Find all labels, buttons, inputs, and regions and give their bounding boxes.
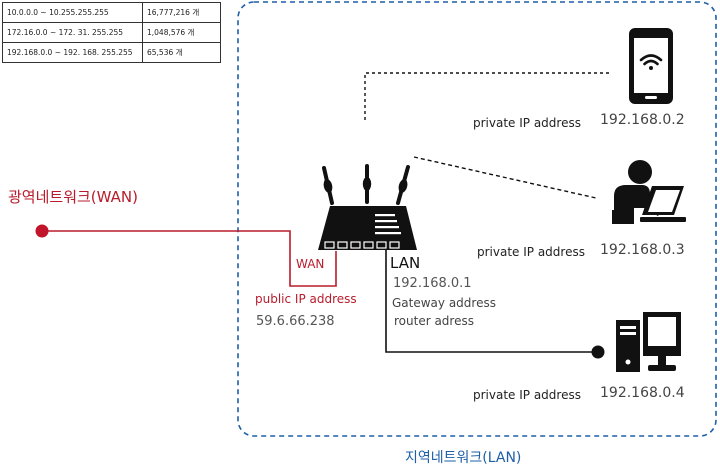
wan-port-label: WAN xyxy=(296,257,325,271)
desktop-computer-icon xyxy=(616,312,681,372)
public-ip-value: 59.6.66.238 xyxy=(256,314,335,329)
device-ip-label: private IP address xyxy=(473,388,581,402)
lan-boundary xyxy=(237,1,717,437)
laptop-user-icon xyxy=(612,160,686,224)
internet-endpoint-dot xyxy=(35,224,49,238)
wired-link-desktop xyxy=(385,250,597,353)
wan-title: 광역네트워크(WAN) xyxy=(8,188,138,206)
device-ip-label: private IP address xyxy=(473,116,581,130)
router-icon xyxy=(318,164,417,250)
wan-connection xyxy=(42,230,337,287)
device-ip-value: 192.168.0.2 xyxy=(600,112,685,128)
wireless-link-phone xyxy=(364,72,610,120)
smartphone-icon xyxy=(629,28,673,104)
device-ip-value: 192.168.0.3 xyxy=(600,242,685,258)
table-row: 172.16.0.0 ~ 172. 31. 255.255 1,048,576 … xyxy=(2,22,221,43)
router-address-label: router adress xyxy=(394,314,474,328)
table-row: 192.168.0.0 ~ 192. 168. 255.255 65,536 개 xyxy=(2,42,221,63)
ip-count-cell: 65,536 개 xyxy=(142,42,221,63)
lan-title: 지역네트워크(LAN) xyxy=(405,450,522,466)
table-row: 10.0.0.0 ~ 10.255.255.255 16,777,216 개 xyxy=(2,2,221,23)
gateway-address-label: Gateway address xyxy=(392,296,496,310)
desktop-connection-dot xyxy=(591,345,605,359)
device-ip-label: private IP address xyxy=(477,245,585,259)
device-ip-value: 192.168.0.4 xyxy=(600,385,685,401)
router-ip-value: 192.168.0.1 xyxy=(393,276,472,291)
wireless-link-laptop xyxy=(413,156,597,199)
lan-port-label: LAN xyxy=(390,254,421,272)
public-ip-label: public IP address xyxy=(255,292,357,306)
ip-range-table: 10.0.0.0 ~ 10.255.255.255 16,777,216 개 1… xyxy=(2,2,221,63)
